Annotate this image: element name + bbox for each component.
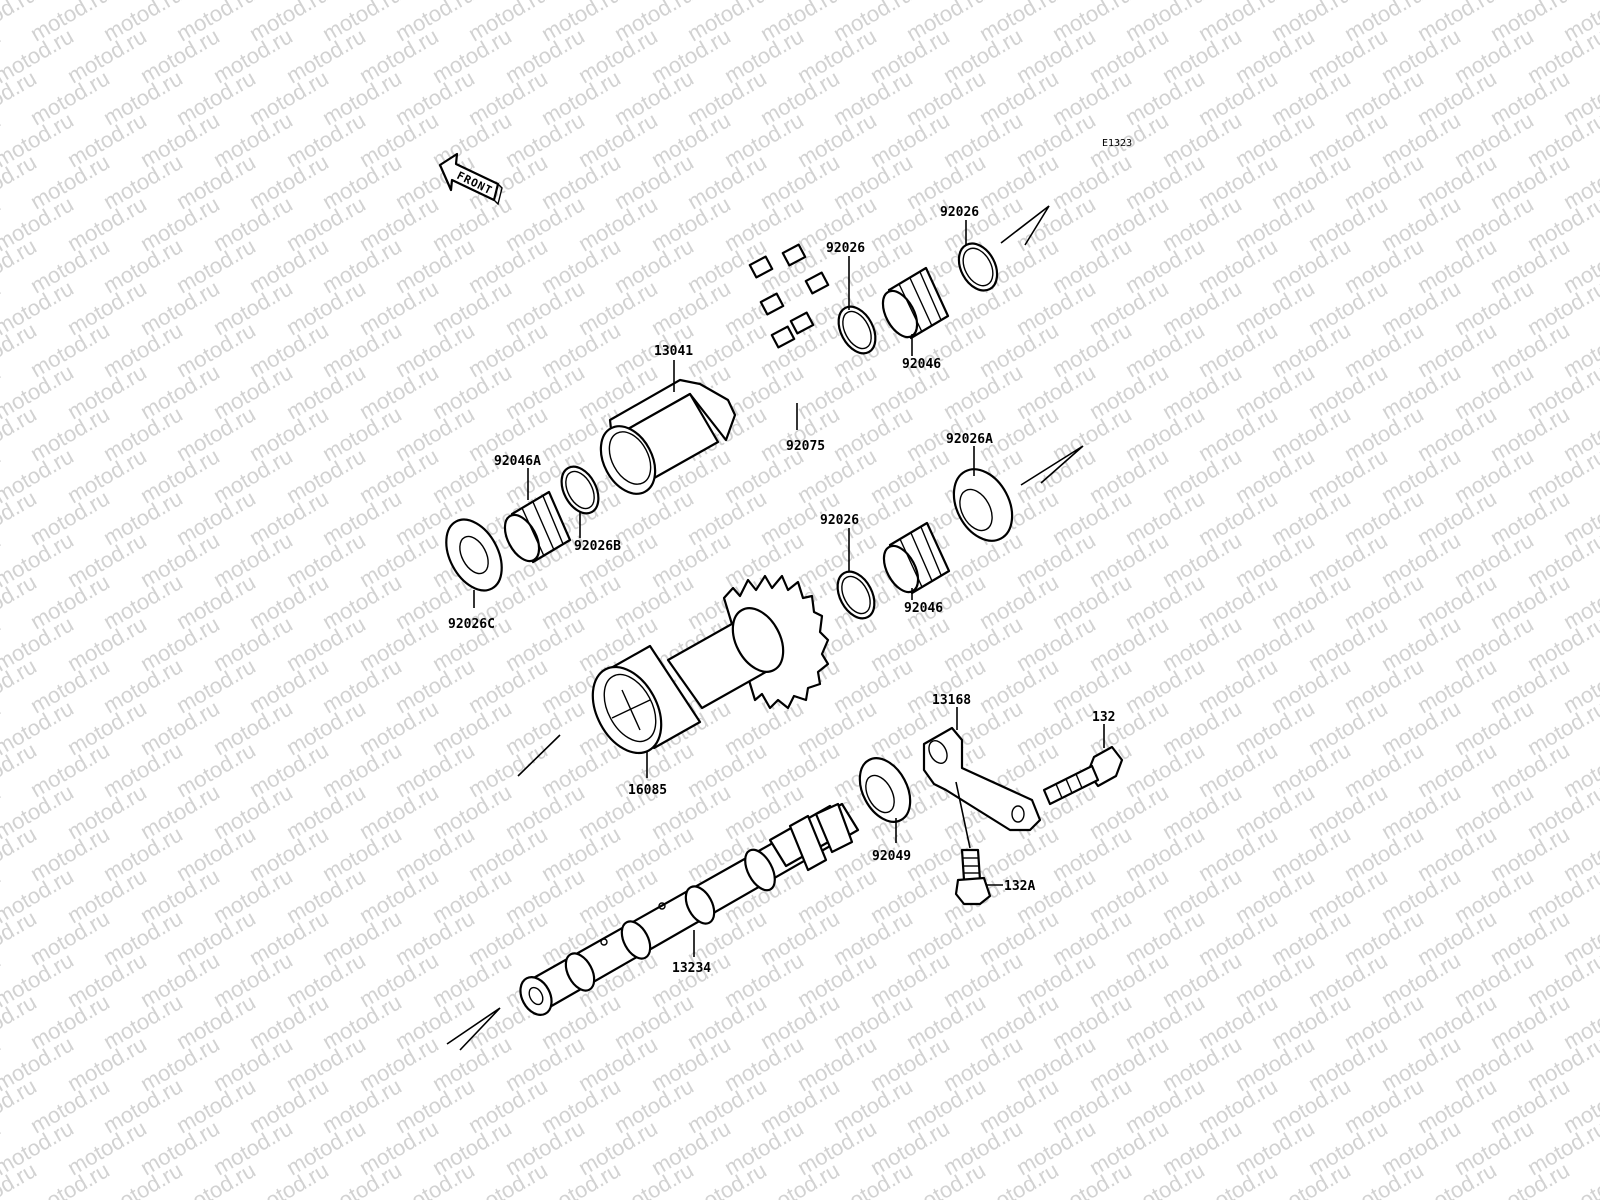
label-92049: 92049: [872, 849, 911, 864]
label-16085: 16085: [628, 783, 667, 798]
oil-seal-92049: [858, 757, 912, 823]
label-92026-low: 92026: [820, 513, 859, 528]
part-labels: 92026 92026 92046 13041 92075 92026A 920…: [448, 205, 1115, 976]
washer-92026A: [952, 468, 1014, 542]
leader-lines: [473, 220, 1105, 957]
label-13168: 13168: [932, 693, 971, 708]
label-92046-top: 92046: [902, 357, 941, 372]
bolt-132A: [954, 848, 992, 906]
label-92046A: 92046A: [494, 454, 541, 469]
arm-13168: [922, 726, 1042, 832]
needle-bearing-92046A: [503, 490, 572, 564]
label-92026B: 92026B: [574, 539, 621, 554]
needle-bearing-92046-low: [882, 521, 951, 595]
ring-92026B: [560, 465, 600, 515]
label-92026A: 92026A: [946, 432, 993, 447]
ring-92026-mid: [837, 305, 877, 355]
ring-92026-top: [957, 242, 999, 292]
gear-shaft-16085: [591, 574, 830, 755]
camshaft-13234: [519, 802, 860, 1016]
label-92026-mid: 92026: [826, 241, 865, 256]
bolt-132: [1042, 745, 1124, 806]
label-92046-low: 92046: [904, 601, 943, 616]
label-13234: 13234: [672, 961, 711, 976]
needle-bearing-92046-top: [881, 266, 950, 340]
ring-92026-low: [836, 570, 876, 620]
label-132A: 132A: [1004, 879, 1035, 894]
label-132: 132: [1092, 710, 1115, 725]
sprocket-housing-13041: [599, 378, 737, 495]
reference-code: E1323: [1102, 138, 1132, 149]
label-13041: 13041: [654, 344, 693, 359]
damper-rubber-92075: [748, 243, 830, 349]
washer-92026C: [445, 518, 503, 592]
label-92075: 92075: [786, 439, 825, 454]
label-92026C: 92026C: [448, 617, 495, 632]
label-92026-top: 92026: [940, 205, 979, 220]
